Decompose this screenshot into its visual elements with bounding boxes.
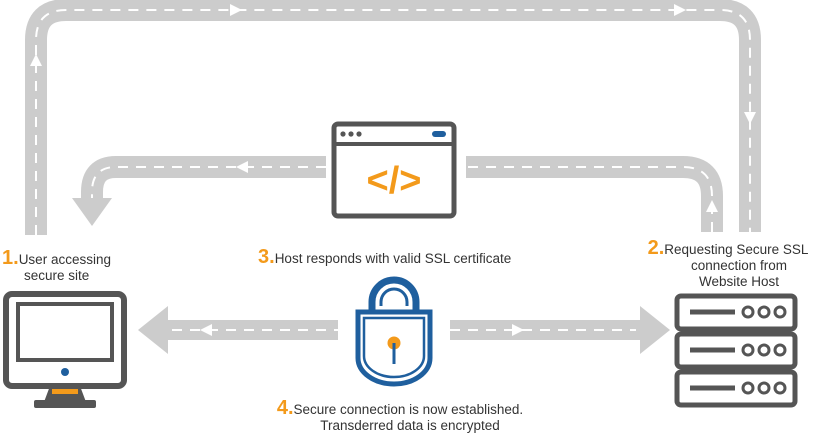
outer-request-path <box>25 0 761 235</box>
step-4-line-1: Secure connection is now established. <box>293 402 524 417</box>
step-4-line-2: Transderred data is encrypted <box>320 418 500 433</box>
arrowhead-right <box>674 4 686 16</box>
code-symbol: </> <box>367 160 422 202</box>
server-rack-icon <box>674 293 798 408</box>
arrowhead-down <box>744 112 756 124</box>
arrowhead-right <box>230 4 242 16</box>
step-3-number: 3. <box>258 246 275 268</box>
inner-response-path <box>72 156 723 232</box>
step-1-label: 1.User accessing secure site <box>2 247 111 284</box>
step-1-line-1: User accessing <box>18 252 111 267</box>
arrowhead-up <box>30 54 42 66</box>
step-2-line-1: Requesting Secure SSL <box>664 242 809 257</box>
step-3-line-1: Host responds with valid SSL certificate <box>274 251 512 266</box>
step-1-number: 1. <box>2 247 19 269</box>
browser-window-icon: </> <box>331 121 457 219</box>
arrowhead-left-large <box>138 306 168 354</box>
encrypted-transfer-arrows <box>138 306 670 354</box>
arrowhead-left <box>236 161 248 173</box>
arrowhead-down-large <box>72 198 112 226</box>
step-2-line-2: connection from <box>690 258 788 273</box>
arrowhead-right <box>512 324 524 336</box>
desktop-computer-icon <box>3 291 127 408</box>
step-2-line-3: Website Host <box>698 274 780 289</box>
step-2-number: 2. <box>647 237 665 259</box>
step-4-label: 4.Secure connection is now established. … <box>240 397 560 434</box>
step-3-label: 3.Host responds with valid SSL certifica… <box>258 246 512 268</box>
arrowhead-up <box>706 200 718 212</box>
arrowhead-right-large <box>640 306 670 354</box>
padlock-icon <box>355 276 433 387</box>
step-4-number: 4. <box>276 397 294 419</box>
step-1-line-2: secure site <box>24 268 90 283</box>
step-2-label: 2.Requesting Secure SSL connection from … <box>636 237 820 290</box>
arrowhead-left <box>200 324 212 336</box>
